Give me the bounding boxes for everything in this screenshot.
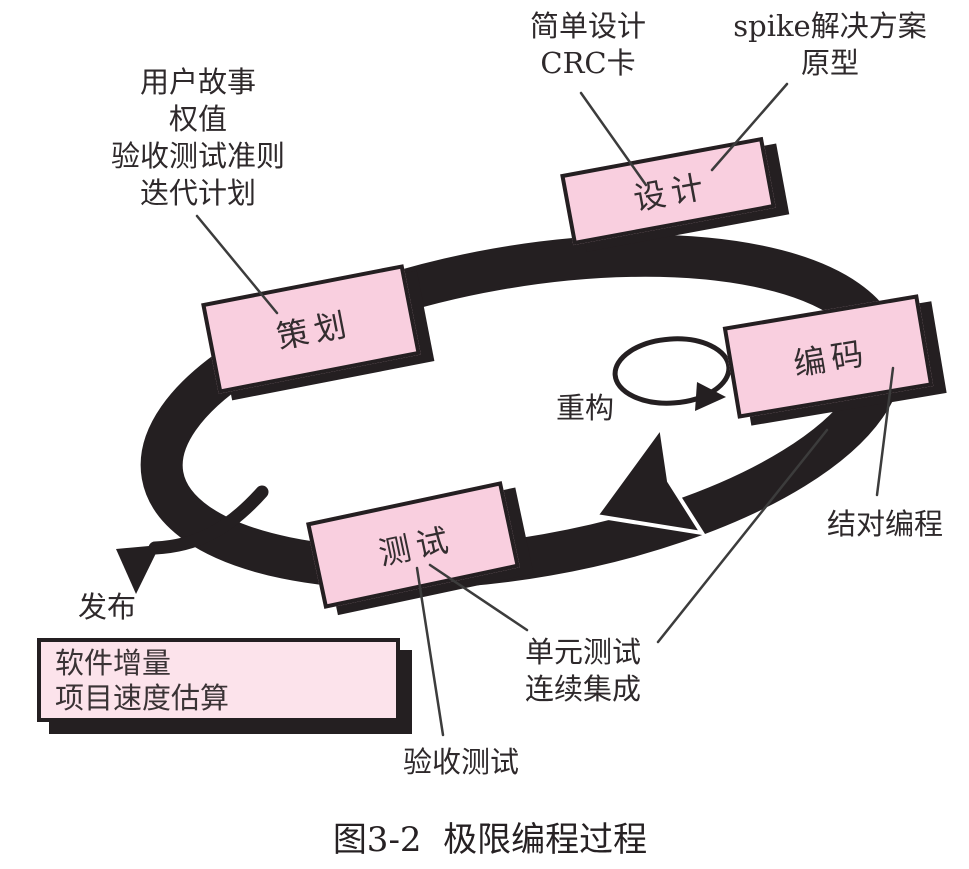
leader-unit-test-from-coding [656, 428, 829, 644]
planning-notes: 用户故事 权值 验收测试准则 迭代计划 [111, 64, 285, 212]
flow-arrowhead-icon [592, 421, 707, 536]
design-note-line-2: CRC卡 [540, 46, 636, 80]
refactor-loop-arrowhead-icon [695, 382, 726, 411]
release-arrow [148, 485, 269, 555]
spike-note-line-1: spike解决方案 [733, 9, 927, 43]
leader-acceptance-test [415, 566, 445, 737]
leader-pair-programming [875, 366, 895, 497]
planning-note-line-3: 验收测试准则 [110, 139, 286, 173]
leader-spike-notes [710, 82, 789, 172]
planning-note-line-4: 迭代计划 [139, 176, 257, 210]
figure-caption: 图3-2 极限编程过程 [332, 820, 648, 860]
spike-notes: spike解决方案 原型 [733, 8, 926, 82]
unit-test-line-2: 连续集成 [524, 672, 642, 706]
increment-line-1: 软件增量 [55, 646, 172, 680]
pair-programming-label: 结对编程 [826, 507, 944, 541]
increment-box: 软件增量 项目速度估算 [37, 638, 400, 722]
leader-planning-notes [195, 214, 279, 315]
release-label: 发布 [77, 590, 137, 624]
release-arrowhead-icon [116, 545, 160, 594]
design-notes: 简单设计 CRC卡 [530, 8, 646, 82]
unit-test-notes: 单元测试 连续集成 [525, 634, 641, 708]
increment-line-2: 项目速度估算 [55, 681, 230, 715]
acceptance-test-label: 验收测试 [402, 745, 520, 779]
leader-unit-test-from-testing [428, 563, 529, 632]
design-note-line-1: 简单设计 [529, 9, 647, 43]
spike-note-line-2: 原型 [800, 46, 859, 80]
refactoring-label: 重构 [555, 391, 615, 425]
unit-test-line-1: 单元测试 [524, 635, 642, 669]
planning-note-line-1: 用户故事 [139, 65, 257, 99]
leader-design-notes [579, 91, 648, 187]
planning-note-line-2: 权值 [168, 102, 228, 136]
